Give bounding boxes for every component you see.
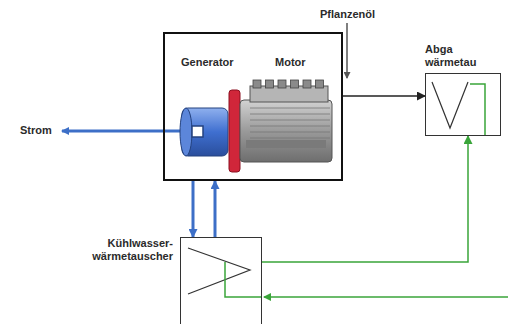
housing-box: Generator Motor bbox=[163, 32, 343, 181]
water-line bbox=[262, 136, 468, 262]
coupling-symbol bbox=[229, 90, 240, 172]
power-label: Strom bbox=[20, 124, 52, 137]
fuel-label: Pflanzenöl bbox=[320, 8, 375, 21]
node-label: Kühlwasser- wärmetauscher bbox=[92, 237, 173, 263]
exhaust-heat-exchanger: Abga wärmetau bbox=[425, 73, 501, 136]
node-label: Generator bbox=[181, 56, 234, 69]
node-label: Abga wärmetau bbox=[425, 43, 476, 69]
coolant-line bbox=[214, 181, 217, 237]
water-return-line bbox=[264, 296, 508, 298]
engine-symbol bbox=[240, 80, 332, 162]
coolant-heat-exchanger: Kühlwasser- wärmetauscher bbox=[180, 237, 262, 324]
power-arrow bbox=[62, 130, 186, 133]
generator-symbol bbox=[180, 108, 228, 156]
coolant-line bbox=[192, 181, 195, 237]
exchanger-coil bbox=[188, 248, 250, 294]
fuel-line bbox=[346, 23, 348, 78]
node-label: Motor bbox=[275, 56, 306, 69]
water-line bbox=[470, 84, 485, 136]
exhaust-line bbox=[343, 95, 425, 97]
exchanger-coil bbox=[432, 82, 468, 128]
water-line bbox=[225, 262, 262, 297]
